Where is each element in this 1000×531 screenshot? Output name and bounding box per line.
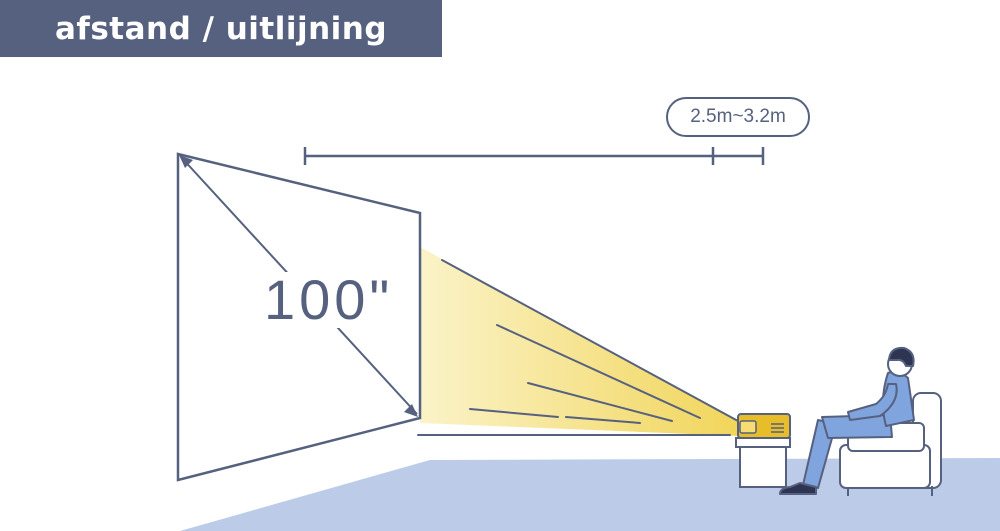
distance-label: 2.5m~3.2m	[666, 97, 810, 137]
projector-icon	[737, 413, 791, 439]
distance-dimension	[303, 147, 765, 165]
title-banner: afstand / uitlijning	[0, 0, 442, 57]
screen-size-label: 100"	[258, 272, 400, 328]
title-text: afstand / uitlijning	[54, 10, 388, 47]
beam-rays	[417, 259, 739, 436]
seated-person-icon	[779, 346, 915, 495]
light-beam-icon	[420, 247, 740, 436]
projector-stand	[735, 437, 791, 488]
floor	[180, 458, 1000, 531]
